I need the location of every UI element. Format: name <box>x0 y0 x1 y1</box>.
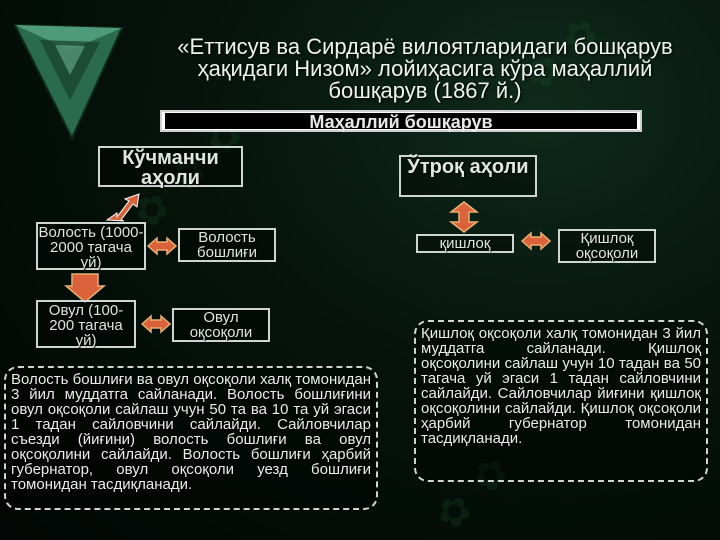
slide-title: «Еттисув ва Сирдарё вилоятларидаги бошқа… <box>177 34 673 103</box>
double-arrow-icon <box>520 231 552 251</box>
vertical-double-arrow-icon <box>448 201 480 233</box>
aul-label: Овул (100-200 тагача уй) <box>48 302 124 349</box>
banner: Маҳаллий бошқарув <box>160 110 642 132</box>
village-elder-label: Қишлоқ оқсоқоли <box>575 230 639 262</box>
volost-box: Волость (1000-2000 тагача уй) <box>36 222 146 270</box>
volost-label: Волость (1000-2000 тагача уй) <box>38 224 144 271</box>
village-box: қишлоқ <box>416 234 514 253</box>
banner-label: Маҳаллий бошқарув <box>165 113 637 131</box>
down-arrow-icon <box>63 273 107 303</box>
double-arrow-icon <box>146 236 178 256</box>
village-label: қишлоқ <box>439 235 491 252</box>
double-arrow-icon <box>140 314 172 334</box>
aul-elder-label: Овул оқсоқоли <box>189 309 253 341</box>
nomadic-note: Волость бошлиғи ва овул оқсоқоли халқ то… <box>4 366 378 510</box>
volost-chief-box: Волость бошлиғи <box>178 228 276 262</box>
settled-population-box: Ўтроқ аҳоли <box>399 155 537 197</box>
bidirectional-arrow-icon <box>105 193 140 222</box>
nomadic-population-label: Кўчманчи аҳоли <box>122 147 219 189</box>
settled-population-label: Ўтроқ аҳоли <box>407 156 529 178</box>
aul-elder-box: Овул оқсоқоли <box>172 308 270 342</box>
settled-note: Қишлоқ оқсоқоли халқ томонидан 3 йил муд… <box>414 320 708 482</box>
volost-chief-label: Волость бошлиғи <box>197 229 257 261</box>
village-elder-box: Қишлоқ оқсоқоли <box>558 229 656 263</box>
nomadic-population-box: Кўчманчи аҳоли <box>98 146 243 189</box>
green-pyramid-logo-icon <box>13 23 124 141</box>
aul-box: Овул (100-200 тагача уй) <box>36 300 136 348</box>
